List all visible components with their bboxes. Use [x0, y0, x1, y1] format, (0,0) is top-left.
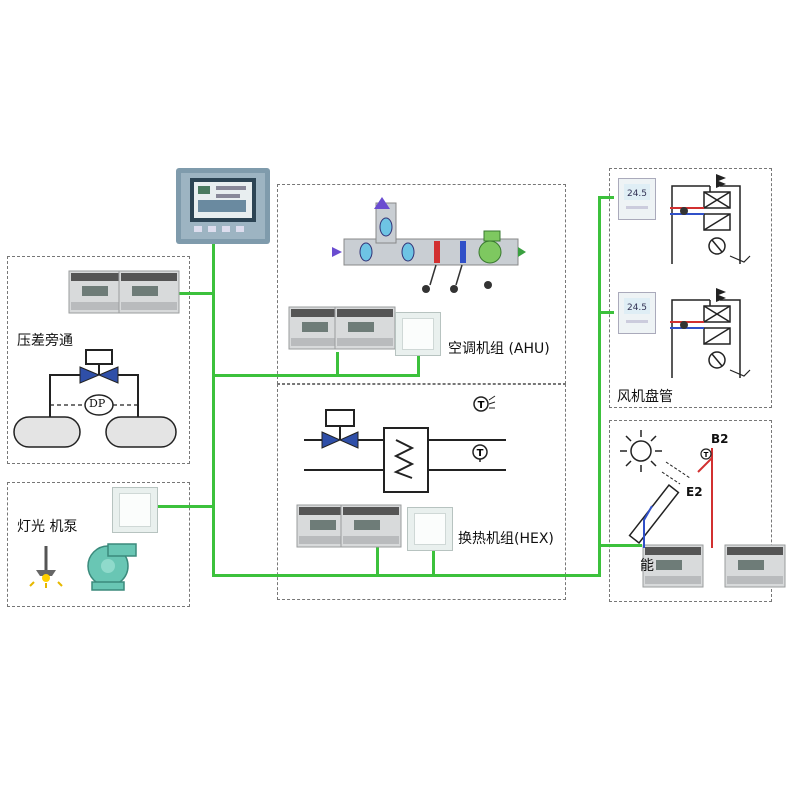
temperature-sensor-icon: T	[472, 444, 488, 462]
heat-exchanger-icon	[304, 409, 506, 493]
thermostat-icon: 24.5	[618, 178, 656, 220]
bus-wire	[165, 292, 214, 295]
svg-text:T: T	[478, 400, 485, 411]
fan-coil-icon	[670, 174, 751, 264]
thermostat-icon: 24.5	[618, 292, 656, 334]
bus-wire	[212, 374, 420, 377]
controller-icon	[340, 504, 402, 548]
controller-icon	[118, 270, 180, 314]
hmi-panel-icon[interactable]	[176, 168, 270, 244]
bus-wire	[598, 196, 614, 199]
bus-wire	[336, 352, 339, 376]
hex-box	[277, 384, 566, 600]
e2-label: E2	[686, 485, 703, 499]
dp-label: DP	[89, 397, 106, 410]
ahu-box	[277, 184, 566, 384]
controller-icon	[724, 544, 786, 588]
bypass-box	[7, 256, 190, 464]
svg-text:24.5: 24.5	[627, 189, 647, 199]
temperature-sensor-icon: T	[473, 395, 496, 412]
b2-label: B2	[711, 432, 729, 446]
bus-wire	[598, 544, 642, 547]
pressure-bypass-label: 压差旁通	[17, 333, 73, 349]
ahu-icon	[332, 197, 526, 293]
bus-wire	[417, 352, 420, 376]
fan-coil-box	[609, 168, 772, 408]
pump-icon	[87, 543, 137, 591]
lighting-pump-box	[7, 482, 190, 607]
hex-label: 换热机组(HEX)	[458, 531, 554, 547]
fan-coil-icon	[670, 288, 751, 378]
lighting-pump-label: 灯光 机泵	[17, 519, 78, 535]
solar-label: 能	[640, 558, 654, 574]
bus-wire	[432, 550, 435, 576]
ahu-label: 空调机组 (AHU)	[448, 341, 550, 357]
room-unit-icon	[112, 487, 158, 533]
svg-text:T: T	[477, 448, 484, 459]
solar-collector-icon: T	[628, 448, 713, 548]
bypass-diagram	[13, 349, 177, 448]
bus-wire	[212, 574, 601, 577]
bus-wire	[158, 505, 214, 508]
svg-text:T: T	[704, 451, 709, 459]
room-unit-icon	[407, 507, 453, 551]
controller-icon	[642, 544, 704, 588]
svg-text:24.5: 24.5	[627, 303, 647, 313]
controller-icon	[334, 306, 396, 350]
bus-wire	[212, 236, 215, 576]
solar-box	[609, 420, 772, 602]
fan-coil-label: 风机盘管	[617, 389, 673, 405]
room-unit-icon	[395, 312, 441, 356]
bus-wire	[598, 311, 614, 314]
bus-wire	[376, 545, 379, 576]
lamp-icon	[29, 546, 63, 588]
bus-wire	[598, 196, 601, 576]
sun-icon	[620, 430, 662, 472]
